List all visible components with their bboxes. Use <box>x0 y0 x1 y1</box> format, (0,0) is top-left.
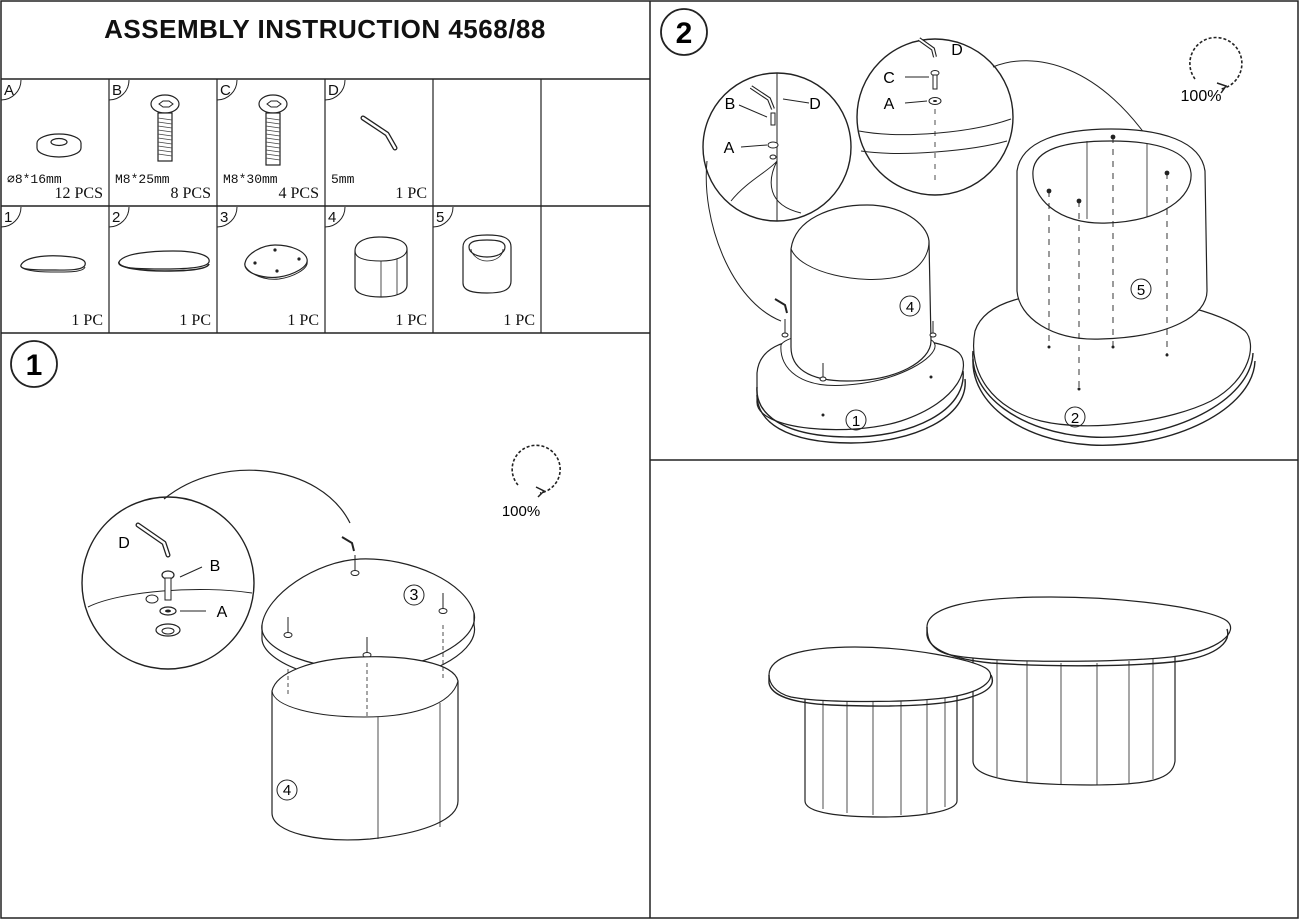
finished-tables-illustration <box>768 596 1232 818</box>
large-tabletop-icon <box>109 207 210 272</box>
part-number: 5 <box>436 209 445 226</box>
small-base-icon <box>325 207 408 298</box>
step-2-badge: 2 <box>660 8 708 56</box>
label-left-bolt: B <box>725 96 736 113</box>
large-table-assembly: 5 2 <box>972 128 1256 446</box>
part-qty: 1 PC <box>287 312 319 329</box>
label-key: D <box>118 535 130 552</box>
hardware-qty: 4 PCS <box>278 185 319 202</box>
detail-bubble: D B A <box>81 469 351 670</box>
label-right-key: D <box>951 42 963 59</box>
part-cell-1: 1 1 PC <box>1 207 109 333</box>
label-bolt: B <box>210 558 221 575</box>
hardware-spec: M8*25mm <box>115 172 170 187</box>
hardware-letter: B <box>112 82 123 99</box>
page-title: ASSEMBLY INSTRUCTION 4568/88 <box>104 14 546 44</box>
large-base-icon <box>433 207 512 294</box>
hardware-spec: ⌀8*16mm <box>7 172 62 187</box>
rotation-indicator: 100% <box>1181 36 1243 105</box>
hardware-cell-c: C M8*30mm 4 PCS <box>217 80 325 206</box>
small-table-assembly: 4 1 <box>756 204 966 444</box>
label-washer: A <box>217 604 228 621</box>
part-number: 3 <box>220 209 229 226</box>
detail-bubble-left: B D A <box>702 72 852 322</box>
bolt-long-icon <box>217 80 288 166</box>
hardware-spec: 5mm <box>331 172 355 187</box>
label-small-base: 4 <box>906 299 914 316</box>
part-qty: 1 PC <box>395 312 427 329</box>
rotation-indicator: 100% <box>502 444 561 520</box>
part-cell-5: 5 1 PC <box>433 207 541 333</box>
hardware-spec: M8*30mm <box>223 172 278 187</box>
part-number: 2 <box>112 209 121 226</box>
step-number: 1 <box>26 349 43 382</box>
part-cell-4: 4 1 PC <box>325 207 433 333</box>
label-plate: 3 <box>410 587 419 604</box>
step-1-badge: 1 <box>10 340 58 388</box>
hardware-letter: A <box>4 82 15 99</box>
hardware-cell-b: B M8*25mm 8 PCS <box>109 80 217 206</box>
label-small-top: 1 <box>852 413 860 430</box>
hardware-letter: D <box>328 82 339 99</box>
part-cell-2: 2 1 PC <box>109 207 217 333</box>
part-cell-3: 3 1 PC <box>217 207 325 333</box>
detail-bubble-right: D C A <box>856 37 1160 196</box>
part-number: 4 <box>328 209 337 226</box>
label-left-washer: A <box>724 140 735 157</box>
part-qty: 1 PC <box>71 312 103 329</box>
step-1-diagram: 1 100% D B A <box>10 340 561 841</box>
mounting-plate: 3 <box>261 536 476 683</box>
label-large-top: 2 <box>1071 410 1079 427</box>
allen-key-icon <box>325 80 398 151</box>
hardware-qty: 12 PCS <box>54 185 103 202</box>
label-right-bolt: C <box>883 70 895 87</box>
mounting-plate-icon <box>217 207 308 280</box>
rotation-label: 100% <box>1181 88 1222 105</box>
rotation-label: 100% <box>502 503 540 520</box>
label-large-base: 5 <box>1137 282 1145 299</box>
step-2-diagram: 2 100% B D A <box>660 8 1256 446</box>
small-tabletop-icon <box>1 207 86 273</box>
part-qty: 1 PC <box>179 312 211 329</box>
step-number: 2 <box>676 17 693 50</box>
label-base: 4 <box>283 782 291 799</box>
small-base: 4 <box>271 625 459 841</box>
hardware-qty: 1 PC <box>395 185 427 202</box>
part-number: 1 <box>4 209 13 226</box>
hardware-cell-d: D 5mm 1 PC <box>325 80 433 206</box>
label-left-key: D <box>809 96 821 113</box>
hardware-qty: 8 PCS <box>170 185 211 202</box>
washer-icon <box>1 80 82 158</box>
bolt-short-icon <box>109 80 180 162</box>
label-right-washer: A <box>884 96 895 113</box>
hardware-cell-a: A ⌀8*16mm 12 PCS <box>1 80 109 206</box>
hardware-letter: C <box>220 82 231 99</box>
part-qty: 1 PC <box>503 312 535 329</box>
